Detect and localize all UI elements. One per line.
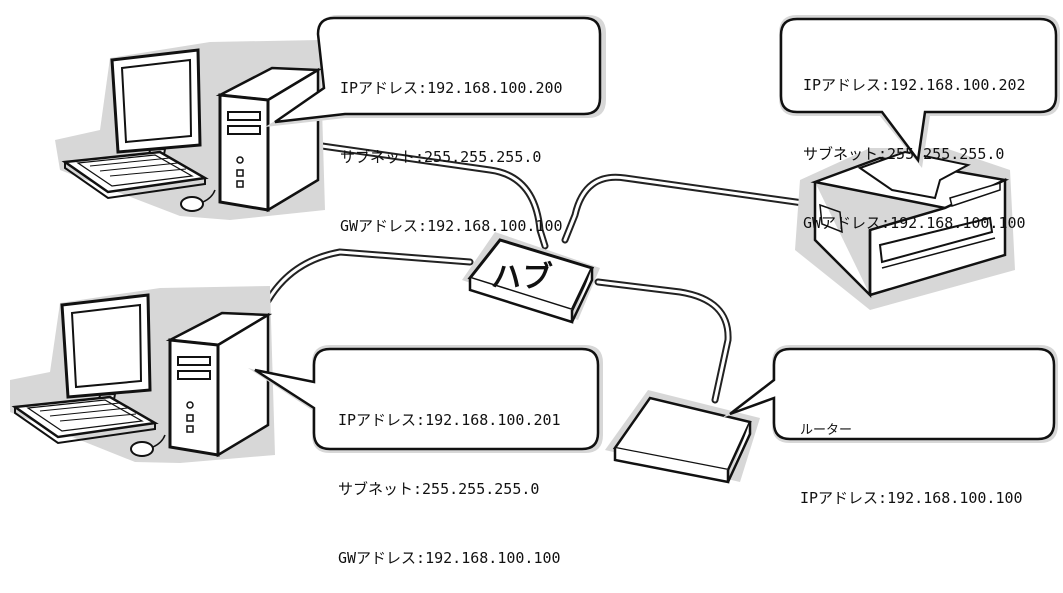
pc1-callout-text: IPアドレス:192.168.100.200 サブネット:255.255.255… xyxy=(340,31,563,261)
printer-ip-address: IPアドレス:192.168.100.202 xyxy=(803,76,1026,94)
mouse-icon xyxy=(130,434,166,457)
callout-pc1-bubble xyxy=(265,15,606,127)
pc1-subnet-mask: サブネット:255.255.255.0 xyxy=(340,148,542,166)
monitor-icon xyxy=(110,48,202,169)
router-device xyxy=(605,390,760,484)
pc1-gateway-address: GWアドレス:192.168.100.100 xyxy=(340,217,563,235)
printer-device xyxy=(795,148,1015,310)
monitor-icon xyxy=(60,293,152,414)
tower-icon xyxy=(165,311,273,458)
callout-printer-bubble xyxy=(779,15,1060,168)
pc2-ip-address: IPアドレス:192.168.100.201 xyxy=(338,411,561,429)
router-ip-address: IPアドレス:192.168.100.100 xyxy=(800,489,1023,507)
pc1-ip-address: IPアドレス:192.168.100.200 xyxy=(340,79,563,97)
router-name: ルーター xyxy=(800,423,853,438)
hub-label: ハブ xyxy=(489,260,554,295)
printer-icon xyxy=(810,150,1010,299)
hub-device xyxy=(462,232,600,324)
network-diagram: IPアドレス:192.168.100.200 サブネット:255.255.255… xyxy=(10,15,1060,567)
tower-icon xyxy=(215,66,323,213)
pc2-subnet-mask: サブネット:255.255.255.0 xyxy=(338,480,540,498)
mouse-icon xyxy=(180,189,216,212)
callout-pc2-bubble xyxy=(248,345,603,453)
pc2-callout-text: IPアドレス:192.168.100.201 サブネット:255.255.255… xyxy=(338,363,561,593)
computer-bottom xyxy=(10,286,275,463)
callout-router-bubble xyxy=(722,345,1058,443)
printer-subnet-mask: サブネット:255.255.255.0 xyxy=(803,145,1005,163)
diagram-canvas xyxy=(10,15,1060,484)
pc2-gateway-address: GWアドレス:192.168.100.100 xyxy=(338,549,561,567)
printer-callout-text: IPアドレス:192.168.100.202 サブネット:255.255.255… xyxy=(803,28,1026,258)
computer-top xyxy=(55,40,325,220)
printer-gateway-address: GWアドレス:192.168.100.100 xyxy=(803,214,1026,232)
keyboard-icon xyxy=(61,150,209,200)
router-callout-text: ルーター IPアドレス:192.168.100.100 xyxy=(800,375,1023,533)
keyboard-icon xyxy=(11,395,159,445)
